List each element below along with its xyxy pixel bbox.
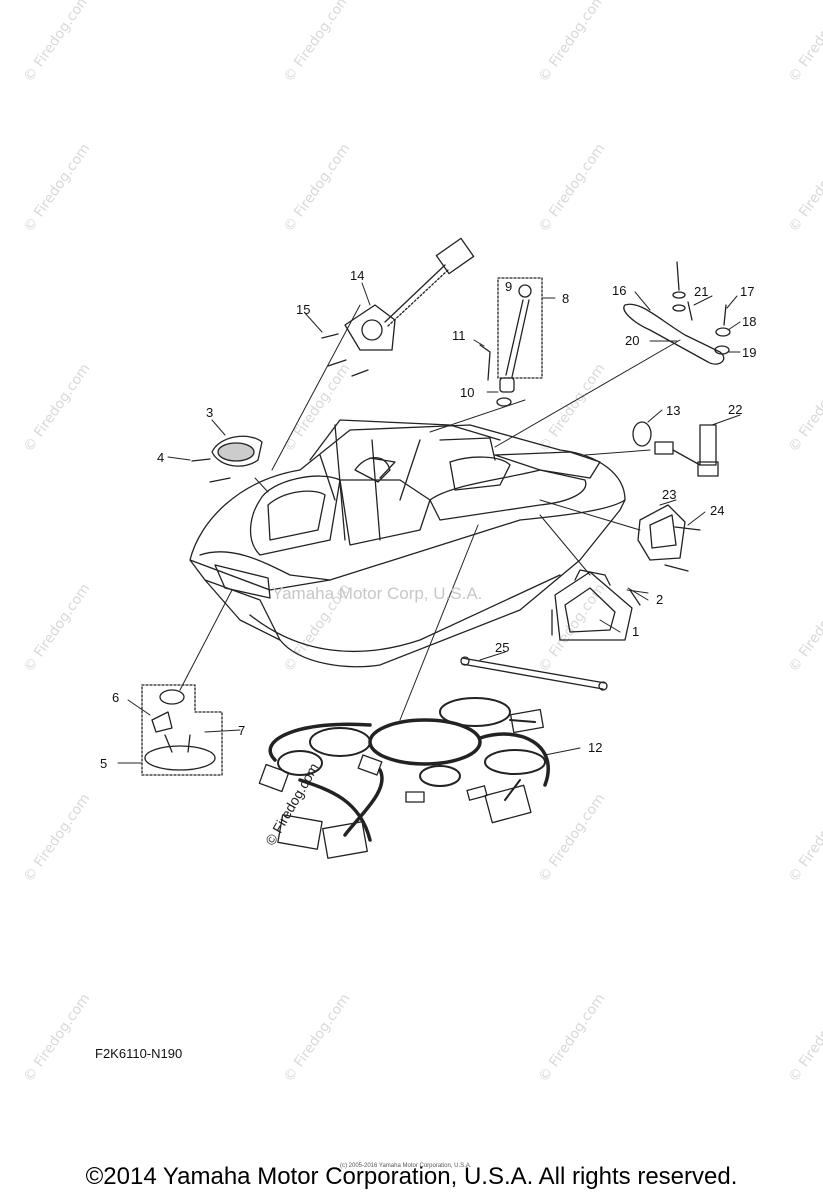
- callout-16: 16: [612, 283, 627, 298]
- callout-6: 6: [112, 690, 120, 705]
- part-16-bracket: [623, 261, 731, 365]
- callout-15: 15: [296, 302, 311, 317]
- callout-4: 4: [157, 450, 165, 465]
- boat-hull: [189, 424, 626, 668]
- callout-8: 8: [562, 291, 570, 306]
- part-25-cable: [460, 656, 608, 691]
- callout-18: 18: [742, 314, 757, 329]
- callout-19: 19: [742, 345, 757, 360]
- copyright-notice: ©2014 Yamaha Motor Corporation, U.S.A. A…: [85, 1163, 738, 1190]
- callout-12: 12: [588, 740, 603, 755]
- part-3-speaker: [191, 435, 263, 483]
- callout-11: 11: [452, 328, 466, 343]
- tiny-copyright: (c) 2005-2016 Yamaha Motor Corporation, …: [340, 1163, 472, 1169]
- callout-7: 7: [238, 723, 246, 738]
- callout-leaders: [117, 282, 741, 764]
- callout-24: 24: [710, 503, 725, 518]
- callout-3: 3: [206, 405, 214, 420]
- callout-13: 13: [666, 403, 681, 418]
- callout-20: 20: [625, 333, 640, 348]
- part-8-group: [479, 277, 543, 407]
- callout-10: 10: [460, 385, 475, 400]
- part-14-bracket: [321, 237, 475, 377]
- part-5-group: [141, 684, 223, 776]
- callout-5: 5: [100, 756, 108, 771]
- callout-25: 25: [495, 640, 510, 655]
- leader-lines: [179, 304, 681, 721]
- callout-1: 1: [632, 624, 640, 639]
- part-1-battery-box: [551, 569, 641, 641]
- callout-21: 21: [694, 284, 709, 299]
- callout-23: 23: [662, 487, 677, 502]
- callout-17: 17: [740, 284, 755, 299]
- diagram-code: F2K6110-N190: [95, 1046, 183, 1061]
- callout-2: 2: [656, 592, 664, 607]
- tower-frame: [309, 419, 501, 541]
- callout-22: 22: [728, 402, 743, 417]
- part-23-box: [637, 504, 701, 572]
- harness-connectors: [258, 708, 544, 859]
- part-12-harness: [268, 697, 550, 842]
- center-watermark: Yamaha Motor Corp, U.S.A.: [272, 584, 483, 603]
- callout-14: 14: [350, 268, 365, 283]
- callout-9: 9: [505, 279, 513, 294]
- part-13-22-sensor: [632, 421, 719, 477]
